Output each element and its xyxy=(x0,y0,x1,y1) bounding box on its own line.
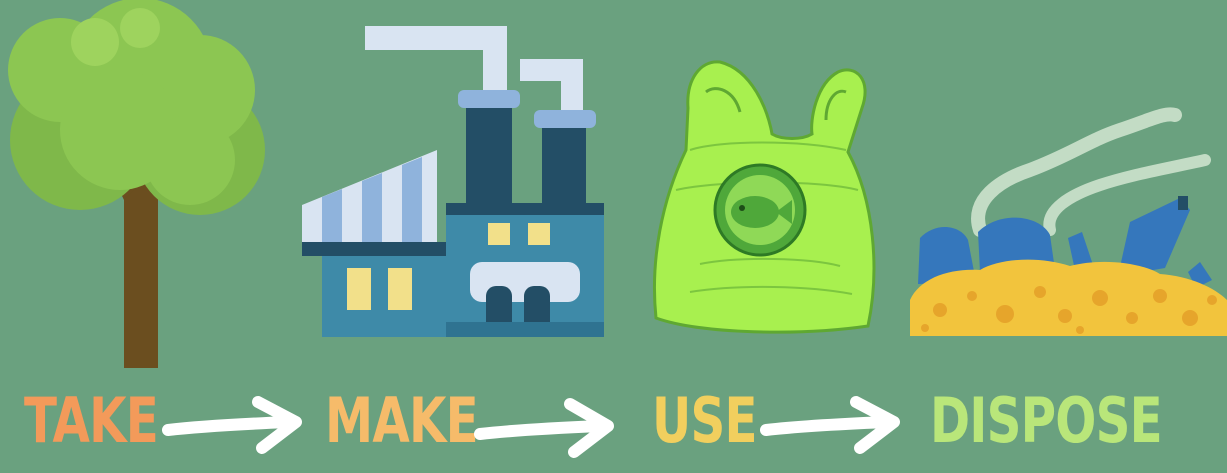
step-label-take: TAKE xyxy=(24,386,158,456)
landfill-icon xyxy=(910,114,1227,336)
step-label-dispose: DISPOSE xyxy=(930,386,1162,456)
arrow-right-icon xyxy=(162,392,312,462)
tree-icon xyxy=(8,0,265,368)
factory-icon xyxy=(302,38,604,337)
arrow-right-icon xyxy=(474,392,624,462)
arrow-right-icon xyxy=(760,392,910,462)
plastic-bag-icon xyxy=(654,62,873,332)
step-label-make: MAKE xyxy=(325,386,478,456)
step-label-use: USE xyxy=(652,386,757,456)
